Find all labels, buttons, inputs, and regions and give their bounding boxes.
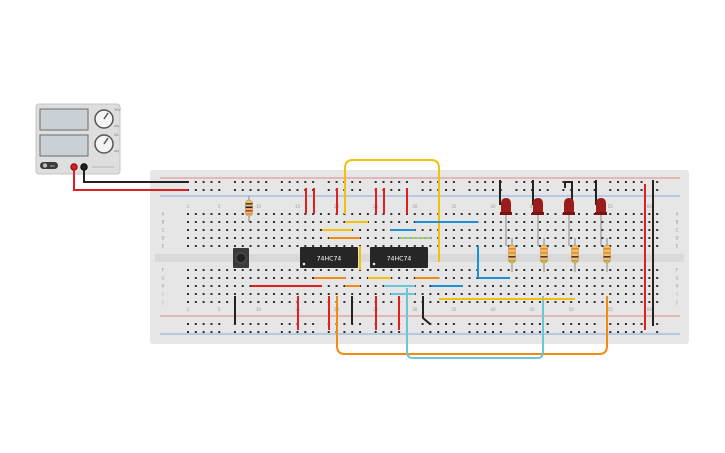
column-label: 40 xyxy=(490,204,496,209)
range-label-top: 30V xyxy=(114,108,121,112)
chip-u2-label: 74HC74 xyxy=(387,256,412,263)
row-label: J xyxy=(675,300,677,305)
column-label: 60 xyxy=(647,204,653,209)
knob-bottom-label: ADJ xyxy=(114,149,119,153)
power-supply[interactable]: 30V 5A ADJ ADJ ON xyxy=(35,103,121,175)
row-label: A xyxy=(162,212,165,217)
led-body[interactable] xyxy=(501,198,511,214)
cyan-loop-wire[interactable] xyxy=(406,288,544,359)
row-label: E xyxy=(162,244,165,249)
row-label: F xyxy=(162,268,165,273)
led[interactable] xyxy=(500,198,512,246)
power-switch-label: ON xyxy=(50,164,55,168)
led-resistor[interactable] xyxy=(571,238,579,272)
black-power-lead[interactable] xyxy=(83,170,188,183)
display-bottom xyxy=(39,134,89,157)
led-body[interactable] xyxy=(564,198,574,214)
row-label: J xyxy=(161,300,163,305)
column-label: 1 xyxy=(187,204,190,209)
column-label: 35 xyxy=(451,307,457,312)
row-label: B xyxy=(676,220,679,225)
led[interactable] xyxy=(563,198,575,246)
row-label: D xyxy=(675,236,678,241)
row-label: A xyxy=(676,212,679,217)
orange-loop-wire[interactable] xyxy=(336,296,608,355)
column-label: 60 xyxy=(647,307,653,312)
black-led-jumper[interactable] xyxy=(564,181,573,205)
led[interactable] xyxy=(595,198,607,246)
row-label: I xyxy=(162,292,163,297)
column-label: 10 xyxy=(256,307,262,312)
row-label: D xyxy=(161,236,164,241)
chip-u2[interactable]: 74HC74 xyxy=(370,247,428,268)
led-resistor[interactable] xyxy=(540,238,548,272)
display-top xyxy=(39,108,89,131)
row-label: C xyxy=(162,228,165,233)
led-body[interactable] xyxy=(596,198,606,214)
row-label: C xyxy=(676,228,679,233)
row-label: E xyxy=(676,244,679,249)
column-label: 40 xyxy=(490,307,496,312)
resistor[interactable] xyxy=(245,196,253,222)
column-label: 30 xyxy=(412,307,418,312)
red-power-lead[interactable] xyxy=(73,170,188,191)
column-label: 30 xyxy=(412,204,418,209)
led[interactable] xyxy=(532,198,544,246)
row-label: I xyxy=(676,292,677,297)
short-wires[interactable] xyxy=(251,221,575,300)
row-label: H xyxy=(161,284,164,289)
row-label: B xyxy=(162,220,165,225)
rail-jumpers[interactable] xyxy=(234,180,654,330)
row-label: H xyxy=(675,284,678,289)
led-group[interactable] xyxy=(500,198,611,272)
column-label: 50 xyxy=(569,307,575,312)
column-label: 45 xyxy=(530,307,536,312)
loop-wires[interactable] xyxy=(336,159,608,359)
black-jumper[interactable] xyxy=(422,296,431,325)
negative-terminal[interactable] xyxy=(80,163,88,171)
column-label: 5 xyxy=(218,307,221,312)
led-body[interactable] xyxy=(533,198,543,214)
power-switch[interactable] xyxy=(40,162,58,169)
power-leads[interactable] xyxy=(73,170,188,191)
column-label: 15 xyxy=(295,204,301,209)
column-label: 35 xyxy=(451,204,457,209)
chip-u1[interactable]: 74HC74 xyxy=(300,247,358,268)
knob-top-label: ADJ xyxy=(114,124,119,128)
chip-u1-label: 74HC74 xyxy=(317,256,342,263)
positive-terminal[interactable] xyxy=(70,163,78,171)
column-label: 55 xyxy=(608,204,614,209)
column-label: 55 xyxy=(608,307,614,312)
push-button[interactable] xyxy=(233,248,249,268)
column-label: 1 xyxy=(187,307,190,312)
column-label: 45 xyxy=(530,204,536,209)
yellow-loop-wire[interactable] xyxy=(344,159,440,262)
column-label: 5 xyxy=(218,204,221,209)
led-resistor[interactable] xyxy=(603,238,611,272)
range-label-bottom: 5A xyxy=(114,133,119,137)
row-label: G xyxy=(675,276,678,281)
row-label: G xyxy=(161,276,164,281)
column-label: 10 xyxy=(256,204,262,209)
led-resistor[interactable] xyxy=(508,238,516,272)
row-label: F xyxy=(676,268,679,273)
